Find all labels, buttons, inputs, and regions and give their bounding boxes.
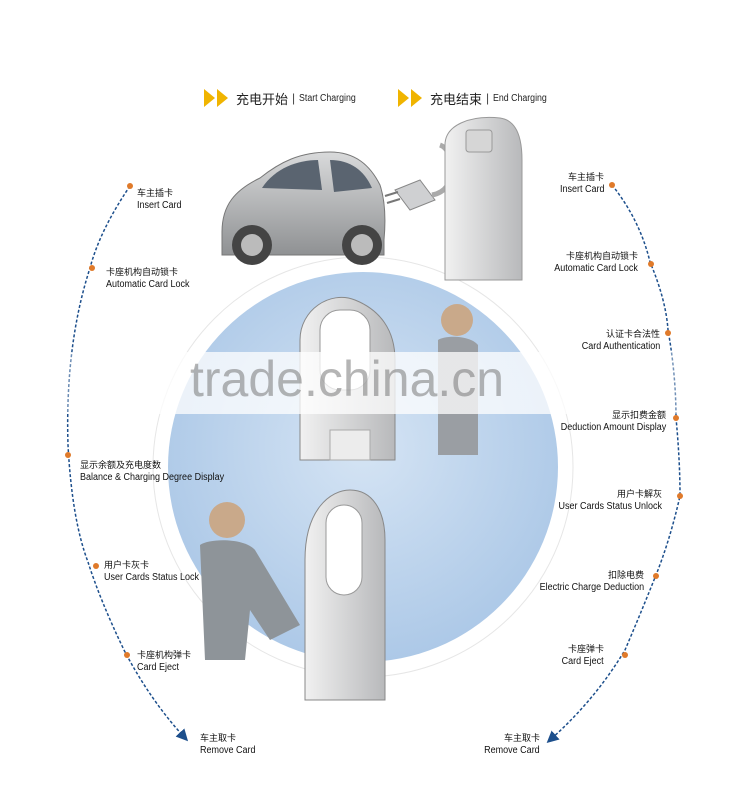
header-separator: | [292, 91, 296, 105]
step-dot [673, 415, 679, 421]
step-dot [89, 265, 95, 271]
chevron-right-icon [204, 89, 215, 107]
step-dot [124, 652, 130, 658]
step-cn: 车主取卡 [200, 734, 237, 744]
step-dot [653, 573, 659, 579]
left-step-insert-card: 车主插卡 Insert Card [137, 188, 186, 212]
step-dot [609, 182, 615, 188]
chevron-right-icon [398, 89, 409, 107]
step-en: Electric Charge Deduction [539, 582, 644, 593]
step-cn: 用户卡解灰 [616, 490, 662, 500]
end-charging-en: End Charging [493, 92, 547, 104]
step-en: Deduction Amount Display [560, 422, 666, 433]
step-cn: 车主取卡 [503, 734, 540, 744]
step-dot [665, 330, 671, 336]
right-flow-arrow [546, 184, 681, 743]
step-en: Remove Card [200, 745, 256, 756]
right-step-status-unlock: 用户卡解灰 User Cards Status Unlock [547, 489, 662, 513]
step-dot [677, 493, 683, 499]
watermark-text: trade.china.cn [190, 351, 505, 407]
step-cn: 卡座机构弹卡 [137, 651, 192, 661]
left-step-automatic-card-lock: 卡座机构自动锁卡 Automatic Card Lock [106, 267, 199, 291]
step-en: Insert Card [559, 184, 604, 195]
step-dot [65, 452, 71, 458]
start-charging-cn: 充电开始 [236, 92, 289, 108]
step-cn: 卡座机构自动锁卡 [106, 268, 179, 278]
step-dot [622, 652, 628, 658]
step-en: User Cards Status Lock [104, 572, 200, 583]
step-cn: 认证卡合法性 [605, 330, 660, 340]
right-step-card-eject: 卡座弹卡 Card Eject [557, 644, 604, 668]
left-step-remove-card: 车主取卡 Remove Card [200, 733, 262, 757]
step-en: Remove Card [484, 745, 540, 756]
charging-plug-illustration [384, 142, 455, 211]
header-separator: | [486, 91, 490, 105]
right-step-card-authentication: 认证卡合法性 Card Authentication [573, 329, 660, 353]
step-en: Card Eject [561, 656, 604, 667]
person-illustration [200, 502, 300, 660]
step-cn: 卡座弹卡 [567, 645, 604, 655]
step-en: Automatic Card Lock [106, 279, 190, 290]
step-en: Card Authentication [581, 341, 660, 352]
step-cn: 显示余额及充电度数 [80, 461, 162, 471]
chevron-right-icon [411, 89, 422, 107]
right-step-charge-deduction: 扣除电费 Electric Charge Deduction [528, 570, 644, 594]
step-cn: 扣除电费 [607, 571, 644, 581]
step-en: Card Eject [137, 662, 180, 673]
step-dot [93, 563, 99, 569]
step-cn: 用户卡灰卡 [104, 561, 150, 571]
left-step-card-eject: 卡座机构弹卡 Card Eject [137, 650, 191, 674]
left-step-balance-display: 显示余额及充电度数 Balance & Charging Degree Disp… [80, 460, 240, 484]
left-step-status-lock: 用户卡灰卡 User Cards Status Lock [104, 560, 210, 584]
step-en: User Cards Status Unlock [558, 501, 662, 512]
right-step-remove-card: 车主取卡 Remove Card [478, 733, 540, 757]
end-charging-header: 充电结束 | End Charging [398, 86, 554, 110]
right-step-automatic-card-lock: 卡座机构自动锁卡 Automatic Card Lock [545, 251, 638, 275]
chevron-right-icon [217, 89, 228, 107]
end-charging-cn: 充电结束 [430, 92, 483, 108]
step-en: Balance & Charging Degree Display [80, 472, 225, 483]
step-cn: 车主插卡 [567, 173, 604, 183]
start-charging-en: Start Charging [299, 92, 356, 104]
step-en: Automatic Card Lock [554, 263, 638, 274]
step-dot [648, 261, 654, 267]
car-illustration [221, 151, 386, 265]
step-cn: 卡座机构自动锁卡 [565, 252, 638, 262]
right-step-deduction-display: 显示扣费金额 Deduction Amount Display [549, 410, 666, 434]
right-step-insert-card: 车主插卡 Insert Card [555, 172, 604, 196]
start-charging-header: 充电开始 | Start Charging [204, 86, 364, 110]
charging-post-illustration [304, 489, 386, 701]
step-cn: 显示扣费金额 [611, 411, 666, 421]
step-en: Insert Card [137, 200, 182, 211]
watermark-band [0, 352, 750, 414]
charging-pile-illustration [444, 116, 523, 281]
step-dot [127, 183, 133, 189]
step-cn: 车主插卡 [137, 189, 174, 199]
